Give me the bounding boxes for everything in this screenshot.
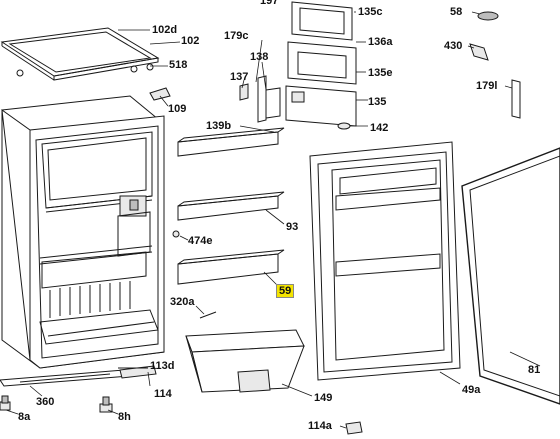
- cabinet-body: [1, 95, 165, 369]
- label-8a: 8a: [18, 411, 31, 423]
- label-136a: 136a: [368, 36, 393, 48]
- label-81: 81: [528, 364, 541, 376]
- door-shelves: [177, 127, 285, 285]
- freezer-flap: [239, 1, 357, 130]
- label-114: 114: [154, 388, 172, 400]
- feet: [0, 395, 113, 413]
- label-474e: 474e: [188, 235, 213, 247]
- handles: [469, 11, 521, 119]
- label-114a: 114a: [308, 420, 332, 432]
- label-109: 109: [168, 103, 187, 115]
- label-138: 138: [250, 51, 269, 63]
- label-135c: 135c: [358, 6, 383, 18]
- top-cover: [0, 27, 160, 81]
- label-59-highlighted: 59: [276, 284, 295, 298]
- label-102: 102: [181, 35, 200, 47]
- label-149: 149: [314, 392, 333, 404]
- label-360: 360: [36, 396, 55, 408]
- label-135: 135: [368, 96, 387, 108]
- label-135e: 135e: [368, 67, 393, 79]
- label-113d: 113d: [150, 360, 175, 372]
- label-137: 137: [230, 71, 249, 83]
- door-inner-liner: [309, 141, 461, 381]
- leader-lines: [5, 11, 541, 429]
- label-197: 197: [260, 0, 279, 7]
- label-320a: 320a: [170, 296, 195, 308]
- bottom-rail: [0, 365, 157, 387]
- door-gasket: [461, 147, 560, 405]
- clip-114a: [345, 421, 363, 435]
- label-102d: 102d: [152, 24, 178, 36]
- label-58: 58: [450, 6, 463, 18]
- label-518: 518: [169, 59, 188, 71]
- crisper-drawer: [185, 329, 305, 393]
- label-179l: 179l: [476, 80, 498, 92]
- label-8h: 8h: [118, 411, 131, 423]
- label-93: 93: [286, 221, 299, 233]
- label-179c: 179c: [224, 30, 249, 42]
- label-49a: 49a: [462, 384, 481, 396]
- label-139b: 139b: [206, 120, 232, 132]
- screw-474e: [172, 230, 180, 238]
- label-142: 142: [370, 122, 389, 134]
- label-430: 430: [444, 40, 463, 52]
- bracket-109: [149, 87, 171, 101]
